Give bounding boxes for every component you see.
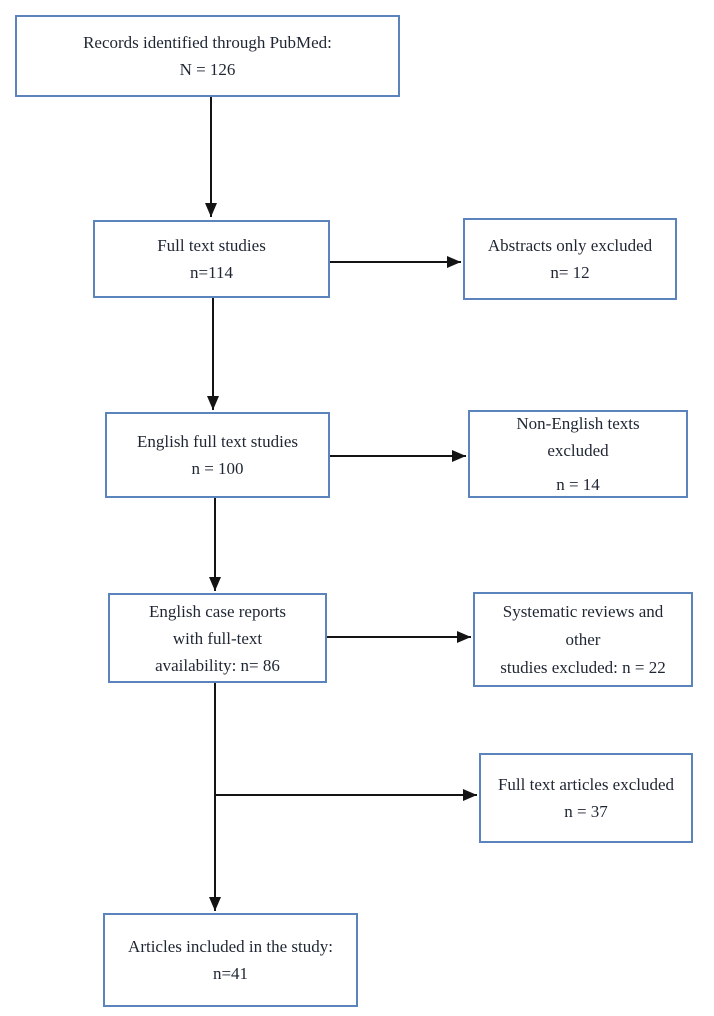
box-line: English full text studies bbox=[136, 432, 299, 451]
flow-box-articles-included: Articles included in the study: n=41 bbox=[103, 913, 358, 1007]
flow-box-non-english-texts-excluded: Non-English texts excluded n = 14 bbox=[468, 410, 688, 498]
flow-box-full-text-studies: Full text studies n=114 bbox=[93, 220, 330, 298]
box-line: n=114 bbox=[190, 263, 233, 282]
box-line: N = 126 bbox=[179, 60, 236, 79]
flow-box-english-full-text-studies: English full text studies n = 100 bbox=[105, 412, 330, 498]
box-line: Non-English texts bbox=[516, 414, 640, 433]
box-line: n = 37 bbox=[564, 802, 608, 821]
box-line: Full text studies bbox=[157, 236, 266, 255]
box-line: availability: n= 86 bbox=[155, 655, 280, 675]
flow-box-full-text-articles-excluded: Full text articles excluded n = 37 bbox=[479, 753, 693, 843]
box-line: Records identified through PubMed: bbox=[83, 33, 332, 52]
box-line: studies excluded: n = 22 bbox=[500, 657, 666, 677]
box-line: Systematic reviews and bbox=[502, 601, 664, 621]
box-line: n = 100 bbox=[191, 459, 244, 478]
box-line: other bbox=[565, 629, 601, 649]
box-line: with full-text bbox=[172, 628, 263, 648]
box-line: excluded bbox=[547, 441, 609, 460]
flow-box-english-case-reports: English case reports with full-text avai… bbox=[108, 593, 327, 683]
flow-box-abstracts-only-excluded: Abstracts only excluded n= 12 bbox=[463, 218, 677, 300]
box-line: n=41 bbox=[212, 964, 249, 983]
box-line: n= 12 bbox=[550, 263, 590, 282]
box-line: n = 14 bbox=[556, 475, 600, 494]
box-line: Abstracts only excluded bbox=[487, 236, 653, 255]
flow-box-systematic-reviews-excluded: Systematic reviews and other studies exc… bbox=[473, 592, 693, 687]
box-line: Full text articles excluded bbox=[497, 775, 675, 794]
box-line: English case reports bbox=[149, 601, 286, 621]
flow-box-records-identified: Records identified through PubMed: N = 1… bbox=[15, 15, 400, 97]
box-line: Articles included in the study: bbox=[128, 937, 333, 956]
